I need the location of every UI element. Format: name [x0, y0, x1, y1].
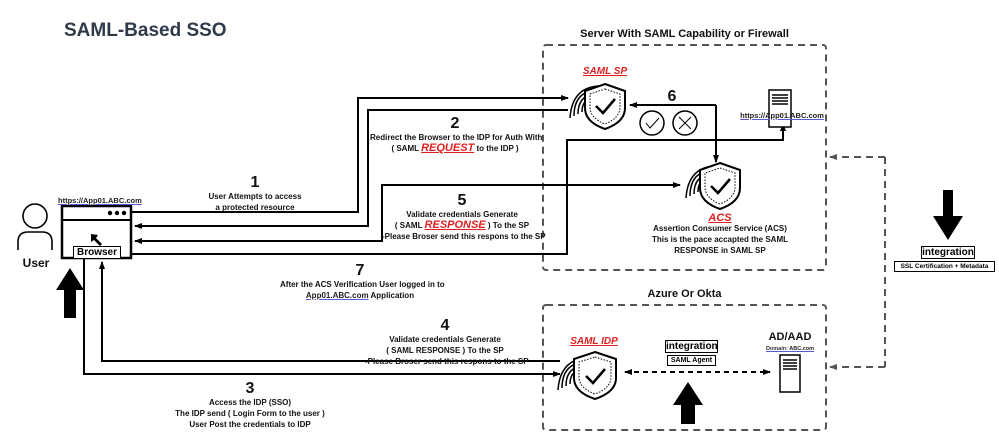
step-4-annotation: 4 Validate credentials Generate ( SAML R… [365, 317, 529, 366]
browser-label: Browser [73, 246, 121, 259]
server-group-title: Server With SAML Capability or Firewall [580, 28, 789, 40]
acs-shield-icon [685, 161, 741, 211]
app-server-icon [768, 89, 792, 128]
big-up-arrow-idp [673, 382, 703, 424]
acs-description: Assertion Consumer Service (ACS) This is… [651, 224, 789, 255]
idp-group-box [542, 304, 827, 431]
step-3-annotation: 3 Access the IDP (SSO) The IDP send ( Lo… [175, 380, 325, 429]
idp-group-title: Azure Or Okta [647, 288, 722, 300]
x-circle-icon [672, 110, 698, 136]
big-down-arrow-integration [933, 190, 963, 240]
saml-sp-shield-icon [569, 82, 626, 131]
check-circle-icon [639, 110, 665, 136]
user-icon [17, 203, 53, 250]
step-6-number: 6 [667, 88, 677, 105]
flow-step-1 [131, 95, 569, 213]
saml-sp-label: SAML SP [582, 66, 628, 77]
page-title: SAML-Based SSO [64, 20, 227, 41]
flow-step-2 [134, 109, 568, 229]
saml-idp-shield-icon [557, 350, 617, 401]
ad-domain-label: Domain: ABC.com [765, 346, 815, 352]
step-7-annotation: 7 After the ACS Verification User logged… [280, 262, 445, 300]
browser-url[interactable]: https://App01.ABC.com [58, 196, 142, 205]
step-2-annotation: 2 Redirect the Browser to the IDP for Au… [370, 115, 543, 154]
step-1-annotation: 1 User Attempts to access a protected re… [208, 174, 302, 212]
app-server-url[interactable]: https://App01.ABC.com [740, 111, 824, 120]
step-5-annotation: 5 Validate credentials Generate ( SAML R… [382, 192, 546, 241]
cursor-icon [91, 234, 102, 246]
user-label: User [22, 256, 50, 270]
ad-server-icon [779, 354, 801, 393]
server-group-box [542, 44, 827, 271]
saml-agent-label: SAML Agent [667, 355, 716, 366]
idp-integration-label: integration [665, 340, 718, 353]
external-integration-sub: SSL Certification + Metadata [894, 261, 995, 272]
acs-label: ACS [708, 212, 732, 224]
external-integration-label: integration [921, 246, 975, 259]
flow-step-4 [99, 261, 560, 362]
flow-step-7 [131, 123, 786, 255]
flow-step-3 [83, 258, 561, 377]
ad-aad-label: AD/AAD [768, 331, 812, 343]
flow-step-5 [135, 184, 600, 242]
saml-idp-label: SAML IDP [570, 336, 618, 347]
big-up-arrow-user [56, 268, 84, 318]
